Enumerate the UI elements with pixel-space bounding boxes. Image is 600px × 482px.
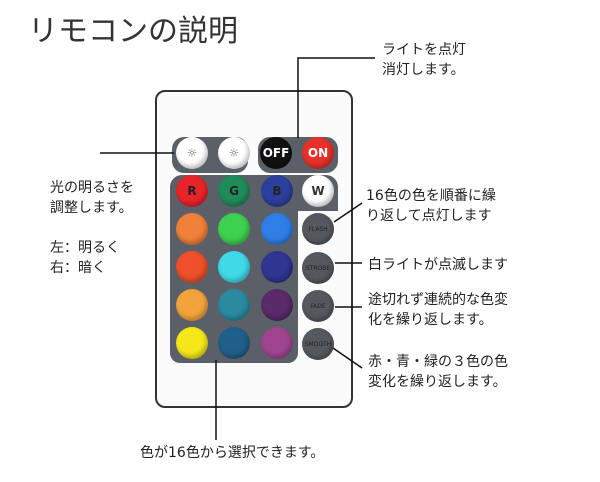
strobe-label: 白ライトが点滅します (368, 257, 508, 273)
color-button[interactable] (218, 289, 250, 321)
brightness-direction-label: 左：明るく 右：暗く (50, 240, 120, 276)
color-button[interactable] (218, 213, 250, 245)
line-smooth (332, 347, 363, 369)
fade-button[interactable]: FADE (302, 290, 334, 322)
color-button[interactable] (218, 251, 250, 283)
color-button[interactable] (176, 213, 208, 245)
flash-label: 16色の色を順番に繰 り返して点灯します (366, 188, 496, 224)
brightness-up-button[interactable]: ☼ (176, 137, 208, 169)
line-power (297, 57, 375, 138)
sun-down-icon: ☼ (228, 146, 240, 160)
color-button[interactable] (261, 251, 293, 283)
colors-label: 色が16色から選択できます。 (140, 445, 325, 461)
color-button[interactable] (176, 289, 208, 321)
smooth-label: 赤・青・緑の３色の色 変化を繰り返します。 (368, 354, 508, 390)
page-title: リモコンの説明 (28, 14, 238, 49)
brightness-label: 光の明るさを 調整します。 (50, 180, 134, 216)
color-button[interactable] (218, 327, 250, 359)
strobe-button[interactable]: STROBE (302, 252, 334, 284)
r-button[interactable]: R (176, 175, 208, 207)
color-button[interactable] (261, 327, 293, 359)
brightness-down-button[interactable]: ☼ (218, 137, 250, 169)
sun-up-icon: ☼ (186, 146, 198, 160)
w-button[interactable]: W (302, 175, 334, 207)
color-button[interactable] (176, 251, 208, 283)
smooth-button[interactable]: SMOOTH (302, 328, 334, 360)
fade-label: 途切れず連続的な色変 化を繰り返します。 (368, 292, 508, 328)
color-button[interactable] (261, 213, 293, 245)
power-label: ライトを点灯 消灯します。 (382, 42, 466, 78)
b-button[interactable]: B (261, 175, 293, 207)
color-button[interactable] (176, 327, 208, 359)
flash-button[interactable]: FLASH (302, 213, 334, 245)
on-button[interactable]: ON (302, 137, 334, 169)
g-button[interactable]: G (218, 175, 250, 207)
line-flash (333, 202, 363, 223)
color-button[interactable] (261, 289, 293, 321)
off-button[interactable]: OFF (260, 137, 292, 169)
